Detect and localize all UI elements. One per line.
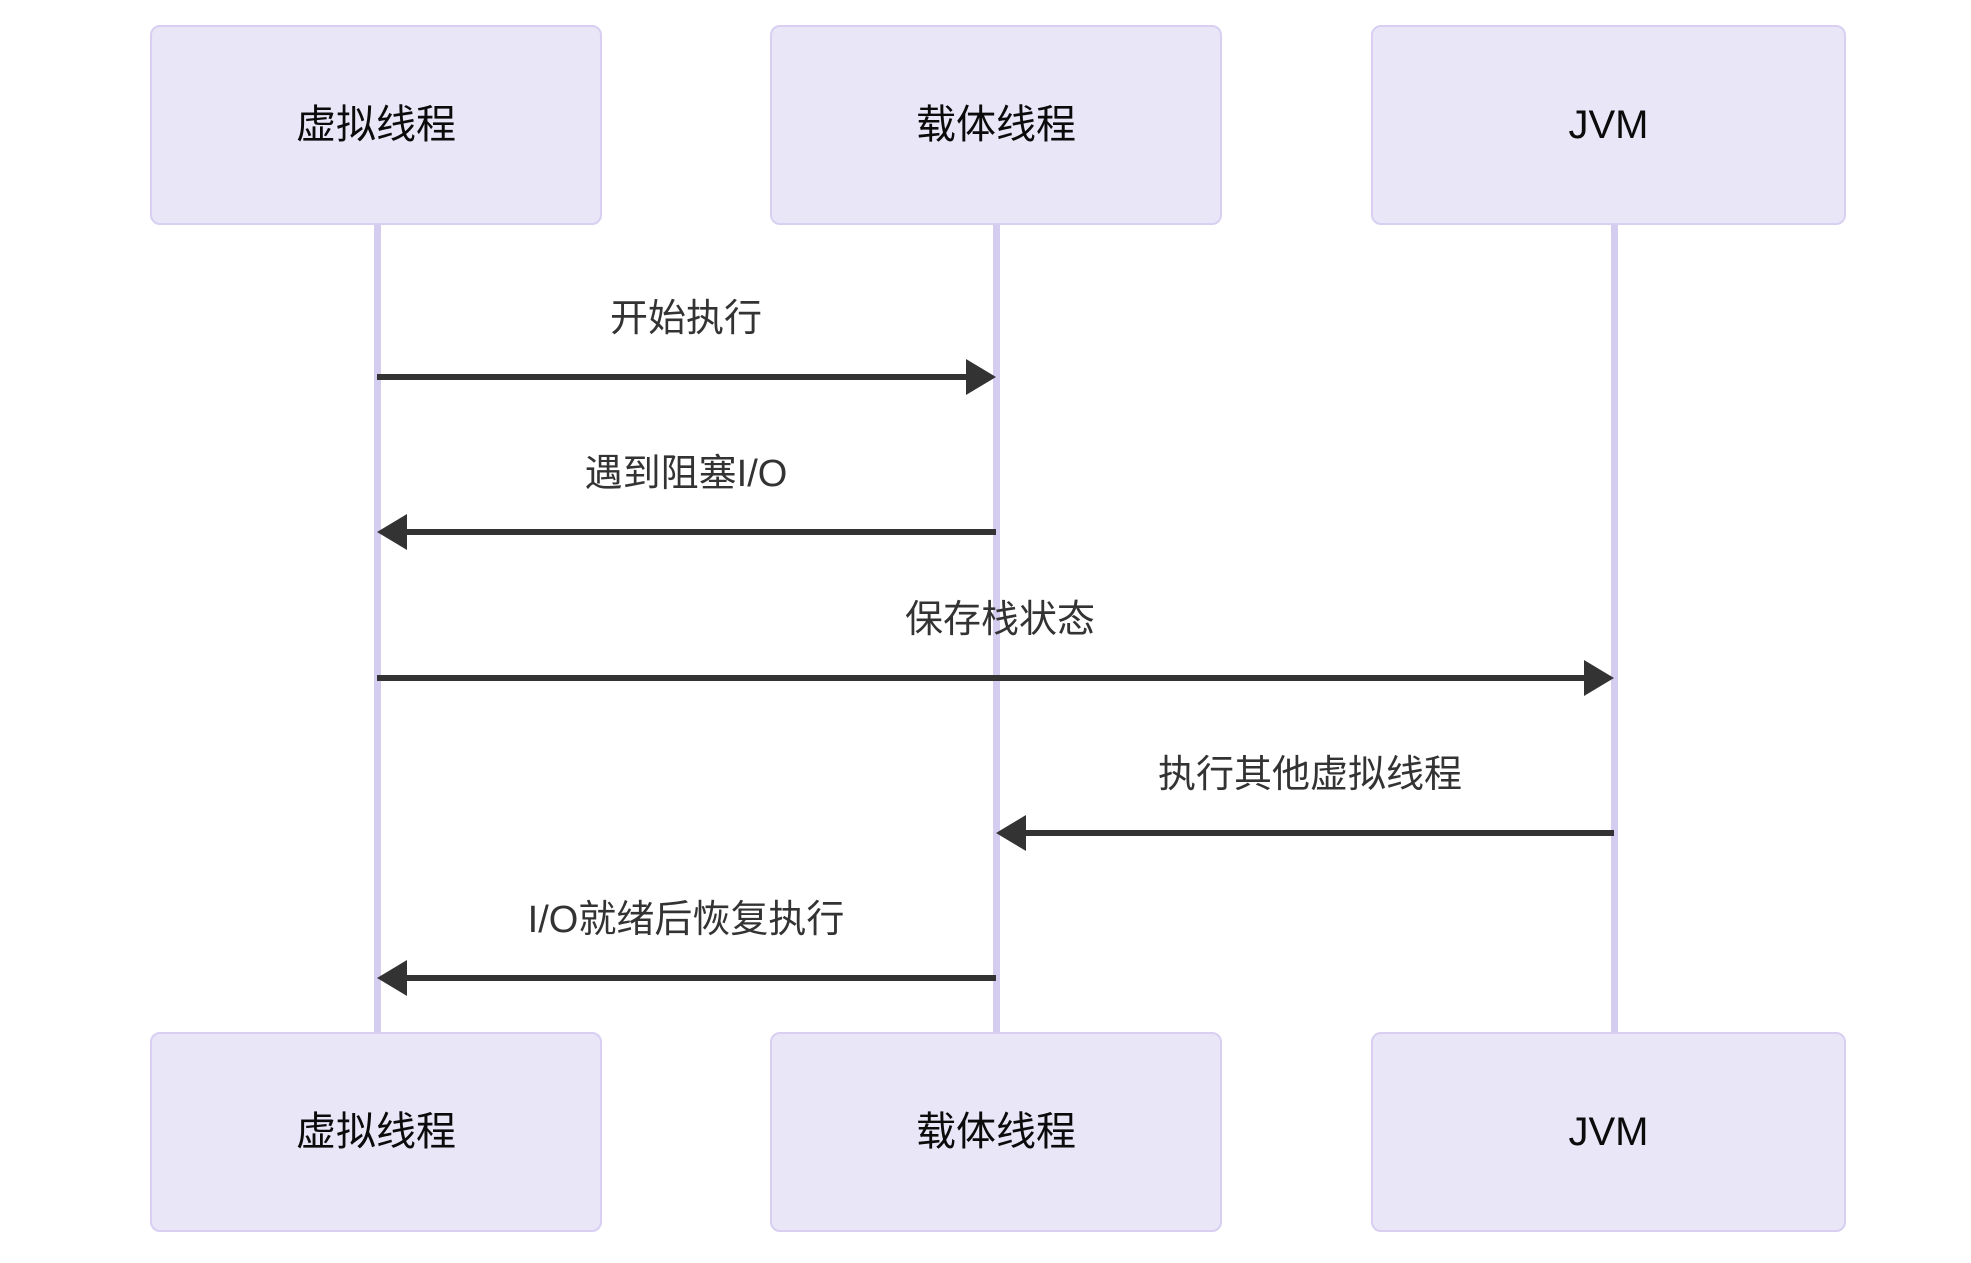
participant-box-carrier-thread-bottom[interactable]: 载体线程 (770, 1032, 1222, 1232)
message-line-1 (377, 374, 970, 380)
message-label-2: 遇到阻塞I/O (584, 453, 788, 495)
participant-label-carrier-thread: 载体线程 (916, 1110, 1076, 1154)
message-line-3 (377, 675, 1588, 681)
message-line-2 (403, 529, 996, 535)
participant-box-jvm-top[interactable]: JVM (1371, 25, 1846, 225)
lifeline-jvm (1611, 225, 1618, 1032)
arrowhead-icon-3 (1584, 660, 1614, 696)
participant-box-virtual-thread-top[interactable]: 虚拟线程 (150, 25, 602, 225)
message-label-5: I/O就绪后恢复执行 (527, 899, 845, 941)
lifeline-virtual-thread (374, 225, 381, 1032)
participant-box-carrier-thread-top[interactable]: 载体线程 (770, 25, 1222, 225)
lifeline-carrier-thread (993, 225, 1000, 1032)
arrowhead-icon-2 (377, 514, 407, 550)
message-label-4: 执行其他虚拟线程 (1157, 754, 1463, 796)
participant-label-jvm: JVM (1568, 103, 1649, 147)
participant-box-virtual-thread-bottom[interactable]: 虚拟线程 (150, 1032, 602, 1232)
participant-box-jvm-bottom[interactable]: JVM (1371, 1032, 1846, 1232)
message-label-3: 保存栈状态 (904, 599, 1096, 641)
arrowhead-icon-4 (996, 815, 1026, 851)
participant-label-virtual-thread: 虚拟线程 (296, 1110, 456, 1154)
message-line-4 (1022, 830, 1614, 836)
participant-label-carrier-thread: 载体线程 (916, 103, 1076, 147)
participant-label-jvm: JVM (1568, 1110, 1649, 1154)
arrowhead-icon-5 (377, 960, 407, 996)
message-label-1: 开始执行 (609, 298, 763, 340)
arrowhead-icon-1 (966, 359, 996, 395)
participant-label-virtual-thread: 虚拟线程 (296, 103, 456, 147)
message-line-5 (403, 975, 996, 981)
